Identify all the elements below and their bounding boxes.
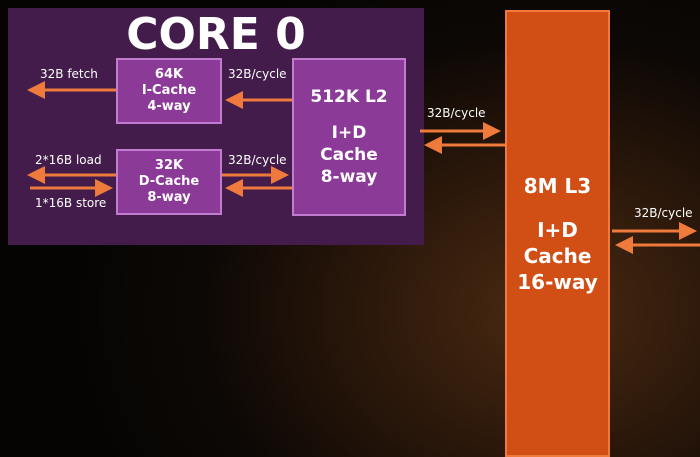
icache-box: 64K I-Cache 4-way [116,58,222,124]
fetch-label: 32B fetch [40,67,98,81]
l2-cache-box: 512K L2 I+D Cache 8-way [292,58,406,216]
dcache-size: 32K [154,158,184,173]
icache-size: 64K [154,67,184,82]
l2-size: 512K L2 [310,87,388,107]
store-label: 1*16B store [35,196,107,210]
dcache-assoc: 8-way [147,190,191,205]
l2-type: I+D [331,123,367,143]
dcache-box: 32K D-Cache 8-way [116,149,222,215]
icache-assoc: 4-way [147,99,191,114]
l3-assoc: 16-way [517,269,598,294]
l2-l3-bandwidth-label: 32B/cycle [427,106,486,120]
load-label: 2*16B load [35,153,102,167]
icache-l2-bandwidth-label: 32B/cycle [228,67,287,81]
l3-out-bandwidth-label: 32B/cycle [634,206,693,220]
core-title: CORE 0 [126,9,306,60]
l3-name: Cache [523,243,592,268]
l3-cache-box: 8M L3 I+D Cache 16-way [505,10,610,457]
dcache-name: D-Cache [138,174,200,189]
dcache-l2-bandwidth-label: 32B/cycle [228,153,287,167]
l3-size: 8M L3 [523,173,592,198]
l2-name: Cache [320,145,378,165]
icache-name: I-Cache [141,83,197,98]
l3-type: I+D [537,217,578,242]
l2-assoc: 8-way [320,167,378,187]
